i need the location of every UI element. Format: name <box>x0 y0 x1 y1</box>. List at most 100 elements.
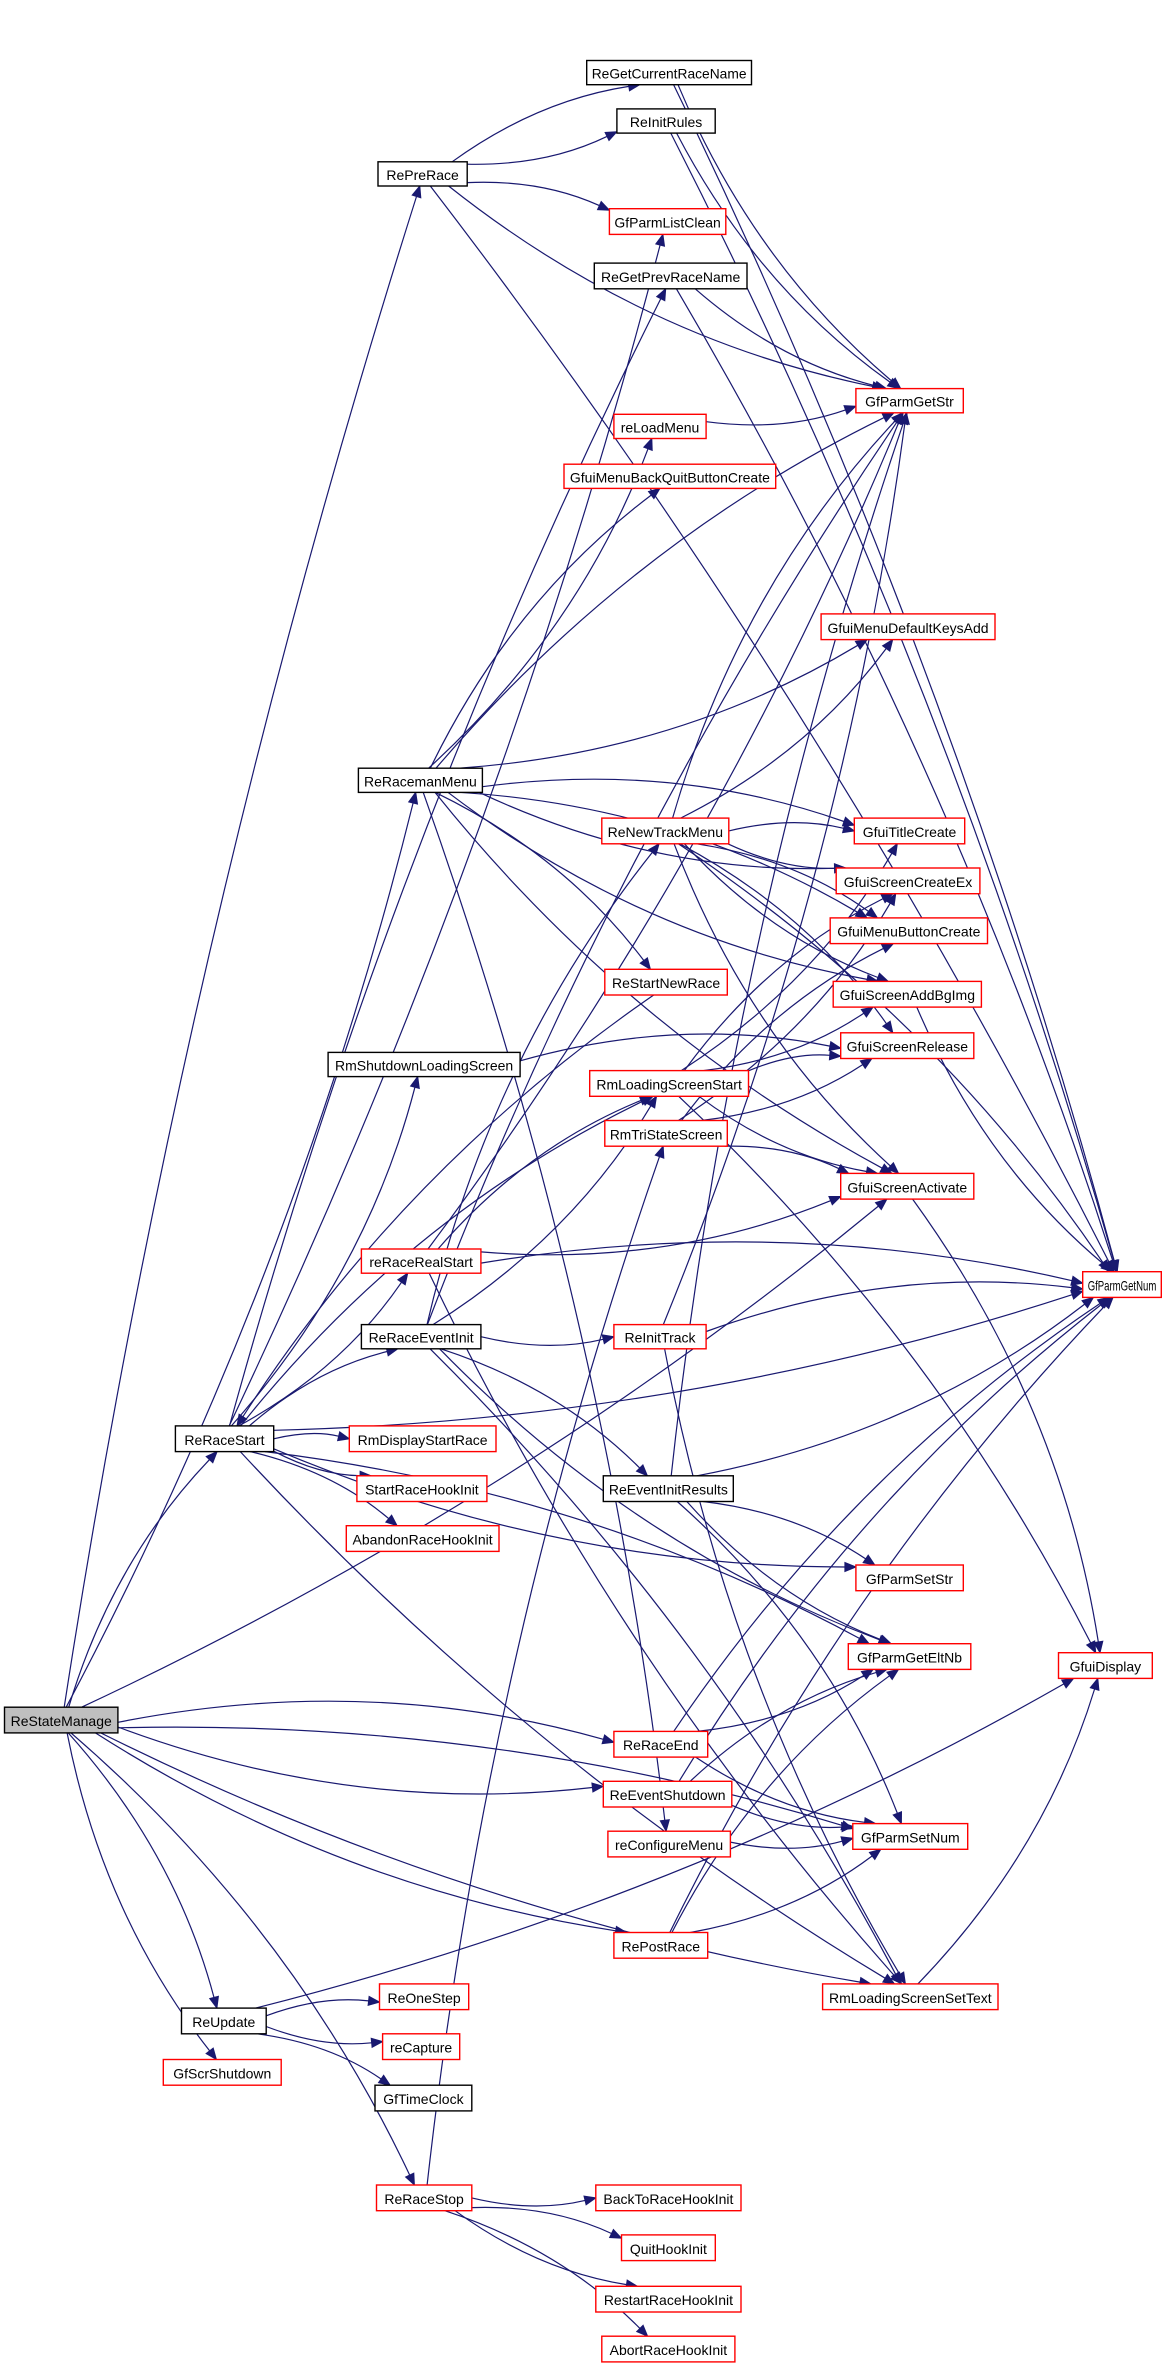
edge-line <box>706 409 846 426</box>
edge-line <box>81 1205 879 1708</box>
node-back-to-race-hook-init[interactable]: BackToRaceHookInit <box>595 2184 742 2212</box>
node-box <box>360 1248 482 1274</box>
edge-re-state-manage-to-rm-loading-screen-set-text <box>100 1732 873 1988</box>
node-restart-race-hook-init[interactable]: RestartRaceHookInit <box>595 2285 742 2313</box>
node-box <box>589 1069 750 1097</box>
edge-line <box>467 135 608 165</box>
node-re-update[interactable]: ReUpdate <box>180 2007 267 2035</box>
node-re-init-rules[interactable]: ReInitRules <box>616 108 716 134</box>
node-rm-loading-screen-start[interactable]: RmLoadingScreenStart <box>589 1069 750 1097</box>
node-label: RmShutdownLoadingScreen <box>335 1058 513 1074</box>
node-gf-scr-shutdown[interactable]: GfScrShutdown <box>162 2058 282 2086</box>
node-quit-hook-init[interactable]: QuitHookInit <box>620 2234 717 2262</box>
node-re-post-race[interactable]: RePostRace <box>613 1931 709 1959</box>
node-gfui-display[interactable]: GfuiDisplay <box>1057 1651 1154 1680</box>
node-re-race-event-init[interactable]: ReRaceEventInit <box>360 1323 482 1350</box>
node-box <box>602 1475 734 1503</box>
edge-rm-loading-screen-set-text-to-gfui-display <box>917 1677 1100 1985</box>
node-gf-parm-get-str[interactable]: GfParmGetStr <box>855 387 965 414</box>
node-gf-parm-set-str[interactable]: GfParmSetStr <box>855 1564 965 1592</box>
arrowhead-icon <box>862 1554 876 1566</box>
node-re-get-current-race-name[interactable]: ReGetCurrentRaceName <box>586 59 753 86</box>
edge-line <box>689 1671 877 1782</box>
node-box <box>377 161 468 187</box>
node-label: reLoadMenu <box>621 419 700 435</box>
node-re-new-track-menu[interactable]: ReNewTrackMenu <box>601 817 730 845</box>
arrowhead-icon <box>828 1040 842 1052</box>
edge-line <box>458 644 859 769</box>
arrowhead-icon <box>404 2172 415 2187</box>
edge-re-state-manage-to-re-pre-race <box>63 184 422 1708</box>
arrowhead-icon <box>859 1057 874 1070</box>
node-gfui-screen-activate[interactable]: GfuiScreenActivate <box>840 1172 975 1200</box>
node-re-event-init-results[interactable]: ReEventInitResults <box>602 1475 734 1503</box>
node-abandon-race-hook-init[interactable]: AbandonRaceHookInit <box>345 1524 500 1553</box>
node-gfui-menu-button-create[interactable]: GfuiMenuButtonCreate <box>829 917 989 945</box>
node-re-raceman-menu[interactable]: ReRacemanMenu <box>357 767 484 794</box>
node-label: GfuiScreenCreateEx <box>844 874 972 890</box>
node-re-configure-menu[interactable]: reConfigureMenu <box>607 1830 732 1858</box>
node-box <box>855 387 965 414</box>
node-re-start-new-race[interactable]: ReStartNewRace <box>604 968 728 996</box>
node-re-get-prev-race-name[interactable]: ReGetPrevRaceName <box>593 262 748 290</box>
node-gfui-screen-release[interactable]: GfuiScreenRelease <box>840 1032 975 1060</box>
node-re-race-real-start[interactable]: reRaceRealStart <box>360 1248 482 1274</box>
arrowhead-icon <box>885 892 897 907</box>
node-re-init-track[interactable]: ReInitTrack <box>613 1323 707 1350</box>
node-re-event-shutdown[interactable]: ReEventShutdown <box>602 1780 733 1808</box>
arrowhead-icon <box>655 287 667 302</box>
edge-rm-shutdown-loading-screen-to-gfui-screen-release <box>520 1033 842 1062</box>
nodes-layer: ReStateManage RePreRace ReGetCurrentRaceNa… <box>3 59 1162 2363</box>
node-re-race-end[interactable]: ReRaceEnd <box>613 1730 709 1758</box>
node-gf-parm-get-elt-nb[interactable]: GfParmGetEltNb <box>847 1642 972 1671</box>
node-gf-time-clock[interactable]: GfTimeClock <box>374 2084 473 2112</box>
node-gfui-title-create[interactable]: GfuiTitleCreate <box>853 817 966 845</box>
arrowhead-icon <box>635 2324 649 2338</box>
node-rm-loading-screen-set-text[interactable]: RmLoadingScreenSetText <box>821 1983 999 2011</box>
node-rm-tri-state-screen[interactable]: RmTriStateScreen <box>604 1119 728 1147</box>
node-re-load-menu[interactable]: reLoadMenu <box>613 413 707 440</box>
node-label: reRaceRealStart <box>369 1254 473 1270</box>
edge-line <box>673 843 891 1167</box>
arrowhead-icon <box>205 2047 218 2061</box>
edge-line <box>448 185 873 387</box>
arrowhead-icon <box>854 638 869 650</box>
arrowhead-icon <box>647 487 661 500</box>
node-abort-race-hook-init[interactable]: AbortRaceHookInit <box>601 2335 736 2363</box>
node-gfui-menu-back-quit-button-create[interactable]: GfuiMenuBackQuitButtonCreate <box>563 463 777 490</box>
node-gfui-menu-default-keys-add[interactable]: GfuiMenuDefaultKeysAdd <box>820 613 996 641</box>
node-box <box>375 2184 473 2212</box>
node-box <box>847 1642 972 1671</box>
node-rm-display-start-race[interactable]: RmDisplayStartRace <box>348 1425 497 1453</box>
node-re-one-step[interactable]: ReOneStep <box>378 1983 470 2011</box>
node-re-capture[interactable]: reCapture <box>381 2033 461 2061</box>
node-gfui-screen-add-bg-img[interactable]: GfuiScreenAddBgImg <box>832 980 983 1008</box>
node-gf-parm-set-num[interactable]: GfParmSetNum <box>852 1822 969 1850</box>
node-box <box>840 1172 975 1200</box>
edge-line <box>435 417 885 769</box>
node-box <box>378 1983 470 2011</box>
node-re-pre-race[interactable]: RePreRace <box>377 161 468 187</box>
node-gf-parm-list-clean[interactable]: GfParmListClean <box>608 207 727 236</box>
node-label: StartRaceHookInit <box>365 1482 479 1498</box>
node-re-race-stop[interactable]: ReRaceStop <box>375 2184 473 2212</box>
node-re-race-start[interactable]: ReRaceStart <box>174 1425 275 1453</box>
edge-line <box>480 1241 1073 1282</box>
node-label: ReNewTrackMenu <box>608 824 723 840</box>
edge-line <box>67 1732 215 1998</box>
node-start-race-hook-init[interactable]: StartRaceHookInit <box>356 1475 488 1503</box>
edge-line <box>482 778 845 823</box>
node-box <box>853 817 966 845</box>
node-gf-parm-get-num[interactable]: GfParmGetNum <box>1081 1270 1162 1299</box>
node-rm-shutdown-loading-screen[interactable]: RmShutdownLoadingScreen <box>327 1051 521 1078</box>
edge-line <box>70 1732 411 2176</box>
arrowhead-icon <box>654 233 666 247</box>
node-re-state-manage[interactable]: ReStateManage <box>3 1706 119 1734</box>
node-box <box>327 1051 521 1078</box>
node-gfui-screen-create-ex[interactable]: GfuiScreenCreateEx <box>835 867 981 895</box>
edge-re-race-real-start-to-rm-loading-screen-start <box>437 1095 653 1250</box>
arrowhead-icon <box>639 956 652 971</box>
node-box <box>357 767 484 794</box>
arrowhead-icon <box>860 1006 875 1018</box>
